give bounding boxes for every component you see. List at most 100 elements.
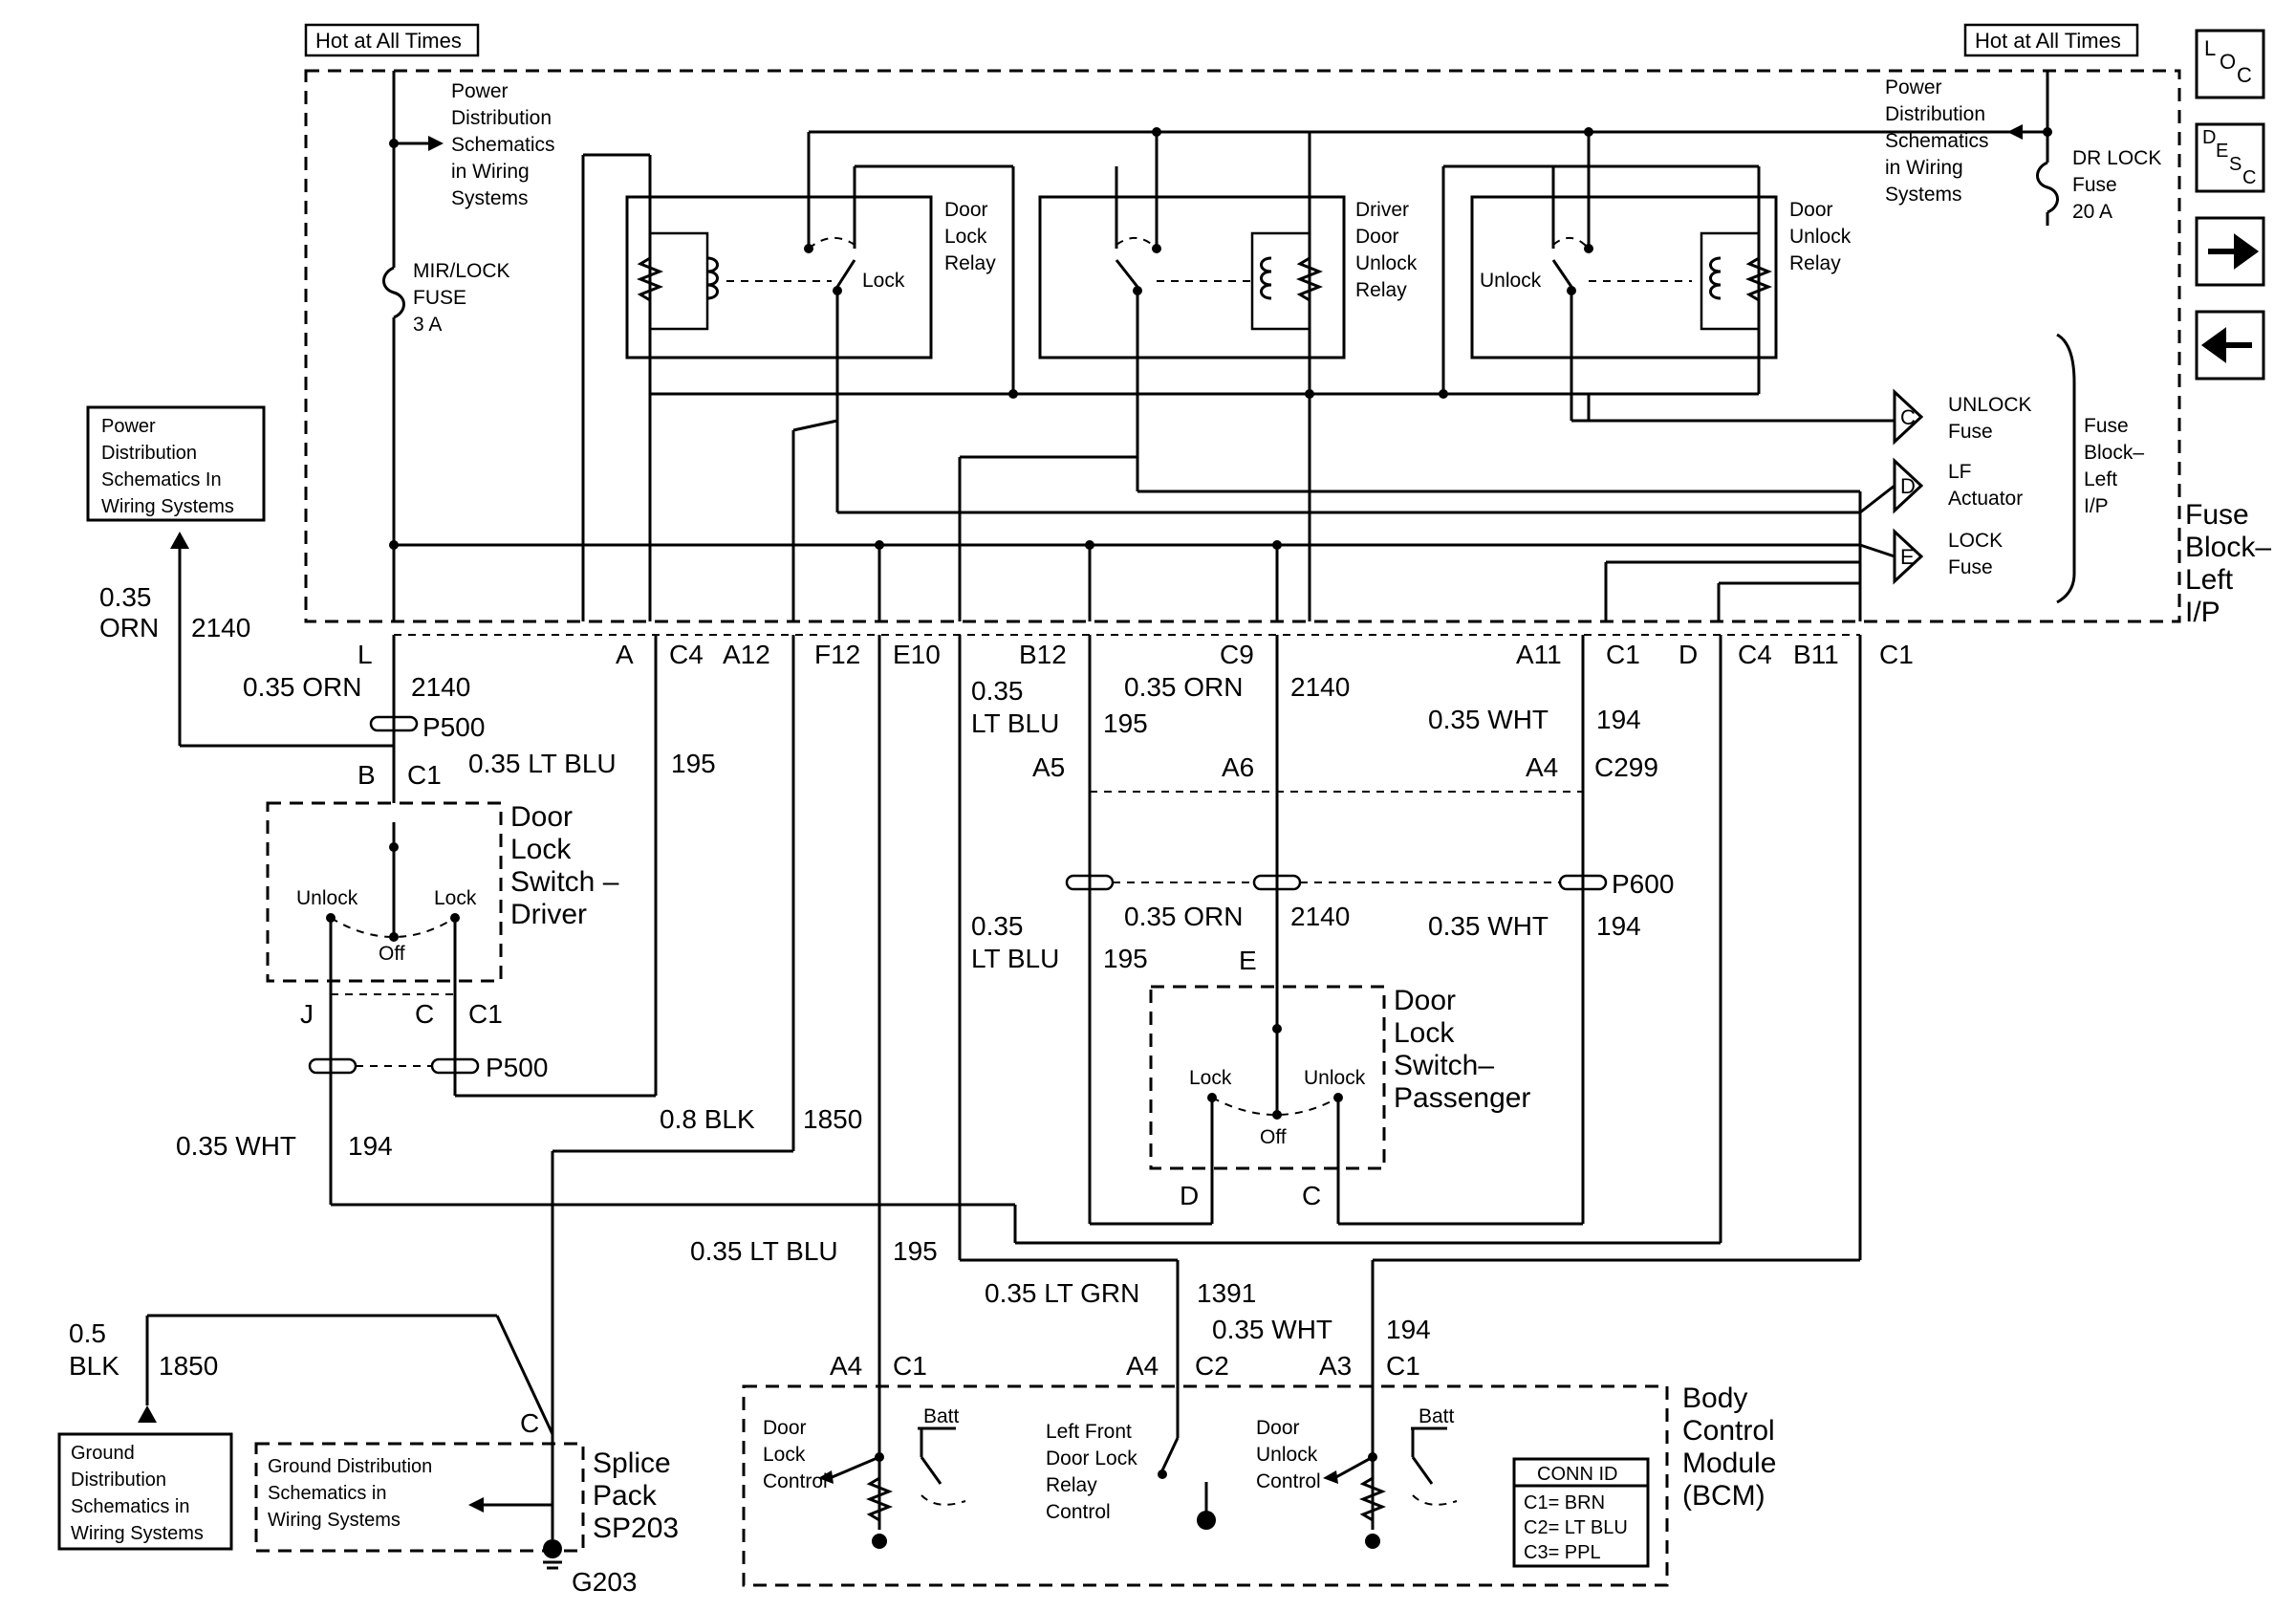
svg-text:A11: A11	[1516, 640, 1562, 669]
svg-text:C4: C4	[669, 640, 704, 669]
pin-label: D	[1180, 1181, 1199, 1210]
fuse-lf-actuator: D LF Actuator	[1893, 457, 2023, 514]
svg-text:Passenger: Passenger	[1394, 1082, 1530, 1114]
arrow-up-icon	[138, 1405, 157, 1423]
svg-text:Fuse: Fuse	[1948, 556, 1993, 578]
svg-text:Distribution: Distribution	[71, 1469, 166, 1491]
wire-label: 0.35 LT GRN	[985, 1278, 1139, 1308]
pin-label: A4	[1526, 752, 1558, 782]
svg-text:Block–: Block–	[2185, 532, 2271, 563]
power-dist-ref-2: Power Distribution Schematics in Wiring …	[1885, 76, 1989, 206]
svg-text:D: D	[2202, 127, 2216, 148]
svg-text:Unlock: Unlock	[1789, 226, 1852, 248]
power-dist-ref-1: Power Distribution Schematics in Wiring …	[451, 80, 555, 209]
mirlock-fuse-icon	[382, 266, 405, 319]
svg-text:Ground: Ground	[71, 1443, 135, 1464]
svg-text:B11: B11	[1793, 640, 1839, 669]
wire-label: 0.35 ORN	[1124, 902, 1244, 931]
svg-text:A12: A12	[723, 640, 770, 669]
svg-text:Schematics in: Schematics in	[268, 1483, 387, 1504]
svg-text:Switch –: Switch –	[510, 866, 619, 898]
svg-text:FUSE: FUSE	[413, 287, 466, 309]
svg-text:Door Lock: Door Lock	[1046, 1448, 1137, 1469]
door-lock-relay: Lock	[625, 191, 933, 363]
svg-text:P500: P500	[422, 712, 485, 742]
svg-text:Lock: Lock	[944, 226, 987, 248]
door-lock-switch-driver-label: Door Lock Switch – Driver	[510, 801, 619, 930]
svg-text:Schematics In: Schematics In	[101, 469, 222, 490]
svg-text:Batt: Batt	[923, 1405, 960, 1427]
resistor-icon	[1744, 256, 1773, 302]
svg-text:Relay: Relay	[1789, 252, 1841, 274]
svg-text:Power: Power	[451, 80, 509, 102]
svg-text:Distribution: Distribution	[1885, 103, 1985, 125]
svg-text:C: C	[2242, 167, 2256, 188]
ground-icon	[543, 1539, 562, 1558]
fuse-bracket	[2056, 333, 2076, 604]
pin-label: C	[1302, 1181, 1321, 1210]
svg-text:Ground Distribution: Ground Distribution	[268, 1456, 432, 1477]
fuse-unlock: C UNLOCK Fuse	[1893, 388, 2032, 446]
svg-text:Relay: Relay	[944, 252, 996, 274]
wire-label: 0.8 BLK	[660, 1104, 755, 1134]
svg-text:Door: Door	[763, 1417, 807, 1439]
svg-text:Schematics in: Schematics in	[71, 1496, 190, 1517]
driver-door-unlock-relay	[1038, 191, 1346, 363]
svg-text:MIR/LOCK: MIR/LOCK	[413, 260, 510, 282]
mirlock-fuse-label: MIR/LOCK FUSE 3 A	[413, 260, 510, 336]
wire-label: 1850	[803, 1104, 862, 1134]
fuse-block-outline	[304, 69, 2181, 623]
svg-text:Unlock: Unlock	[296, 887, 358, 909]
svg-text:Batt: Batt	[1419, 1405, 1455, 1427]
svg-text:A3: A3	[1319, 1351, 1352, 1381]
svg-text:Relay: Relay	[1046, 1474, 1097, 1496]
svg-text:in Wiring: in Wiring	[1885, 157, 1963, 179]
wire-label: 195	[1103, 944, 1148, 973]
svg-text:C1: C1	[893, 1351, 927, 1381]
svg-text:E: E	[2216, 141, 2228, 162]
wire-label: 1850	[159, 1351, 218, 1381]
svg-text:S: S	[2229, 154, 2242, 175]
svg-text:I/P: I/P	[2185, 597, 2220, 628]
back-arrow-button[interactable]	[2195, 310, 2265, 381]
wire-label: 195	[1103, 708, 1148, 738]
arrow-right-icon	[428, 136, 444, 151]
wire-label: 0.35 WHT	[1212, 1315, 1332, 1344]
svg-text:Wiring Systems: Wiring Systems	[71, 1523, 204, 1544]
hot-label-right: Hot at All Times	[1975, 29, 2121, 53]
loc-button[interactable]: LOC	[2195, 29, 2265, 99]
svg-text:Driver: Driver	[1355, 199, 1409, 221]
svg-text:C1: C1	[1386, 1351, 1420, 1381]
svg-text:P500: P500	[486, 1053, 548, 1082]
svg-text:SP203: SP203	[593, 1513, 679, 1544]
mirlock-feed	[382, 71, 444, 621]
wire-label: 0.35 ORN	[1124, 672, 1244, 702]
svg-text:DR LOCK: DR LOCK	[2072, 147, 2161, 169]
svg-text:Door: Door	[1394, 985, 1456, 1016]
svg-text:L: L	[357, 640, 373, 669]
svg-text:C2= LT BLU: C2= LT BLU	[1524, 1517, 1628, 1538]
svg-text:E10: E10	[893, 640, 941, 669]
wire-label: 0.35	[971, 911, 1024, 941]
wire-label: 2140	[1290, 902, 1350, 931]
forward-arrow-button[interactable]	[2195, 216, 2265, 287]
wire-label: 0.35 LT BLU	[468, 749, 617, 778]
pin-label: A6	[1222, 752, 1254, 782]
svg-text:C1: C1	[1606, 640, 1640, 669]
wire-label: ORN	[99, 613, 159, 642]
door-unlock-relay: Unlock	[1470, 191, 1778, 363]
svg-text:Off: Off	[1260, 1126, 1287, 1148]
driver-door-unlock-relay-label: Driver Door Unlock Relay	[1355, 199, 1418, 301]
svg-text:Door: Door	[1256, 1417, 1300, 1439]
wire-label: 195	[893, 1236, 938, 1266]
svg-text:Control: Control	[1256, 1470, 1321, 1492]
p500-bottom-connector: P500	[308, 1053, 548, 1082]
svg-text:(BCM): (BCM)	[1682, 1480, 1765, 1512]
wire-label: LT BLU	[971, 708, 1059, 738]
svg-text:E: E	[1900, 545, 1915, 569]
pin-label: C1	[468, 999, 503, 1029]
hot-label-right-box	[1963, 23, 2139, 57]
svg-text:Block–: Block–	[2084, 442, 2144, 464]
svg-text:Wiring Systems: Wiring Systems	[101, 496, 234, 517]
